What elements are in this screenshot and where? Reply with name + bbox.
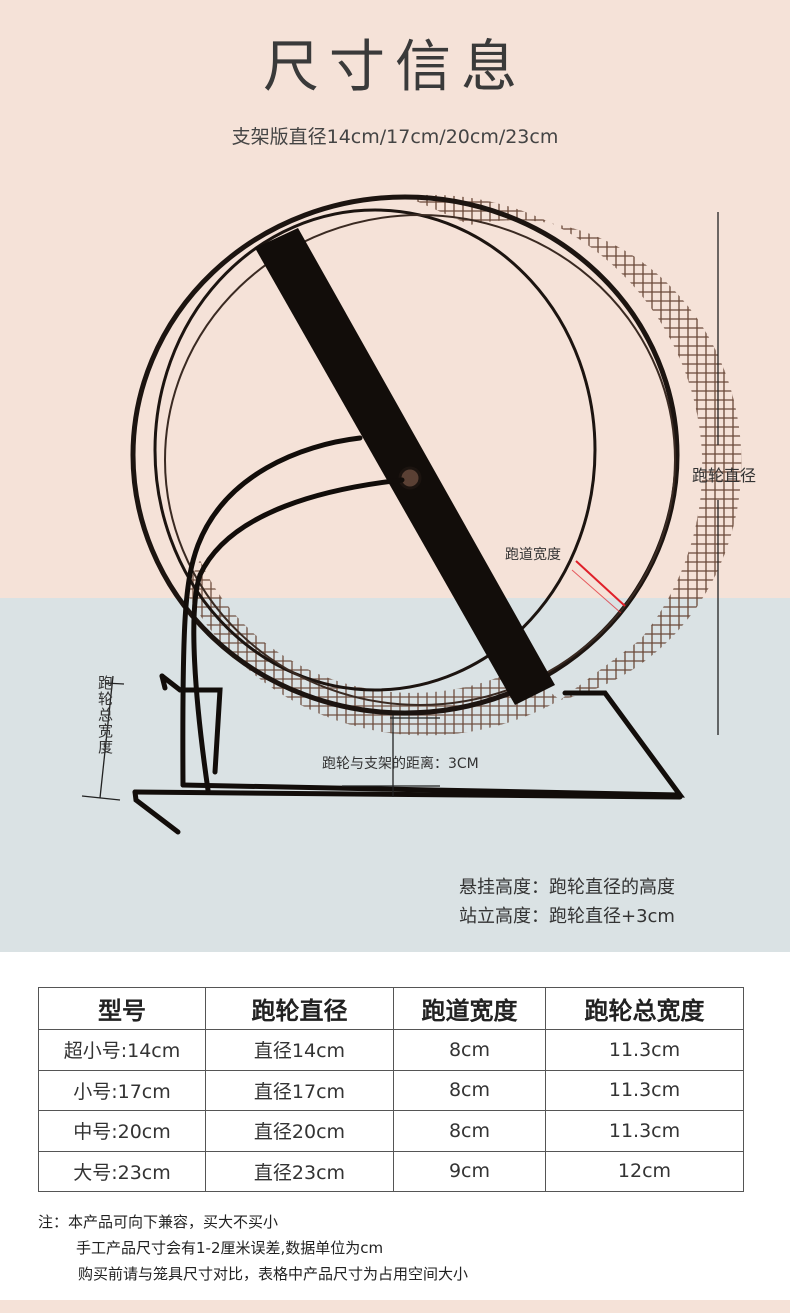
cell-diameter: 直径23cm [205,1150,394,1192]
wheel-outer-rim [130,194,680,716]
size-table-container: 型号 跑轮直径 跑道宽度 跑轮总宽度 超小号:14cm 直径14cm 8cm 1… [38,987,744,1192]
cell-track-width: 8cm [393,1069,546,1111]
wheel-crossbar [255,228,555,705]
table-header-row: 型号 跑轮直径 跑道宽度 跑轮总宽度 [38,987,744,1030]
header-diameter: 跑轮直径 [205,987,394,1030]
table-row: 小号:17cm 直径17cm 8cm 11.3cm [38,1069,744,1111]
wheel-inner-rim [153,208,597,692]
total-width-label: 跑轮总宽度 [96,675,114,755]
table-row: 超小号:14cm 直径14cm 8cm 11.3cm [38,1029,744,1071]
height-notes: 悬挂高度：跑轮直径的高度 站立高度：跑轮直径+3cm [459,873,675,931]
page-title: 尺寸信息 [263,35,527,100]
dimension-guides [81,212,719,801]
cell-total-width: 11.3cm [545,1110,744,1152]
wheel-diameter-label: 跑轮直径 [692,466,757,485]
table-row: 中号:20cm 直径20cm 8cm 11.3cm [38,1110,744,1152]
cell-diameter: 直径17cm [205,1069,394,1111]
bottom-strip [0,1300,790,1313]
header-track-width: 跑道宽度 [393,987,546,1030]
stand-height-note: 站立高度：跑轮直径+3cm [459,906,675,927]
hang-height-note: 悬挂高度：跑轮直径的高度 [459,877,675,898]
table-row: 大号:23cm 直径23cm 9cm 12cm [38,1150,744,1192]
page-subtitle: 支架版直径14cm/17cm/20cm/23cm [231,126,559,148]
footer-note-compare: 购买前请与笼具尺寸对比，表格中产品尺寸为占用空间大小 [78,1265,469,1283]
wheel-stand [132,435,686,835]
header-total-width: 跑轮总宽度 [545,987,744,1030]
footer-note-compat: 注：本产品可向下兼容，买大不买小 [38,1213,279,1231]
cell-model: 中号:20cm [38,1110,206,1152]
product-hero: 尺寸信息 支架版直径14cm/17cm/20cm/23cm [0,0,790,952]
cell-diameter: 直径20cm [205,1110,394,1152]
gap-to-stand-label: 跑轮与支架的距离：3CM [322,756,479,772]
track-width-marker [575,560,626,607]
cell-track-width: 8cm [393,1029,546,1071]
cell-model: 小号:17cm [38,1069,206,1111]
track-width-label: 跑道宽度 [505,547,561,563]
size-table: 型号 跑轮直径 跑道宽度 跑轮总宽度 超小号:14cm 直径14cm 8cm 1… [38,987,744,1192]
wheel-mesh [185,194,742,736]
cell-model: 超小号:14cm [38,1029,206,1071]
cell-track-width: 9cm [393,1150,546,1192]
cell-total-width: 11.3cm [545,1029,744,1071]
cell-track-width: 8cm [393,1110,546,1152]
cell-model: 大号:23cm [38,1150,206,1192]
cell-total-width: 12cm [545,1150,744,1192]
footer-notes: 注：本产品可向下兼容，买大不买小 手工产品尺寸会有1-2厘米误差,数据单位为cm… [38,1209,468,1287]
cell-diameter: 直径14cm [205,1029,394,1071]
hamster-wheel-illustration [81,194,742,835]
hero-background-blue [0,598,790,952]
footer-note-tolerance: 手工产品尺寸会有1-2厘米误差,数据单位为cm [76,1239,384,1257]
cell-total-width: 11.3cm [545,1069,744,1111]
header-model: 型号 [38,987,206,1030]
